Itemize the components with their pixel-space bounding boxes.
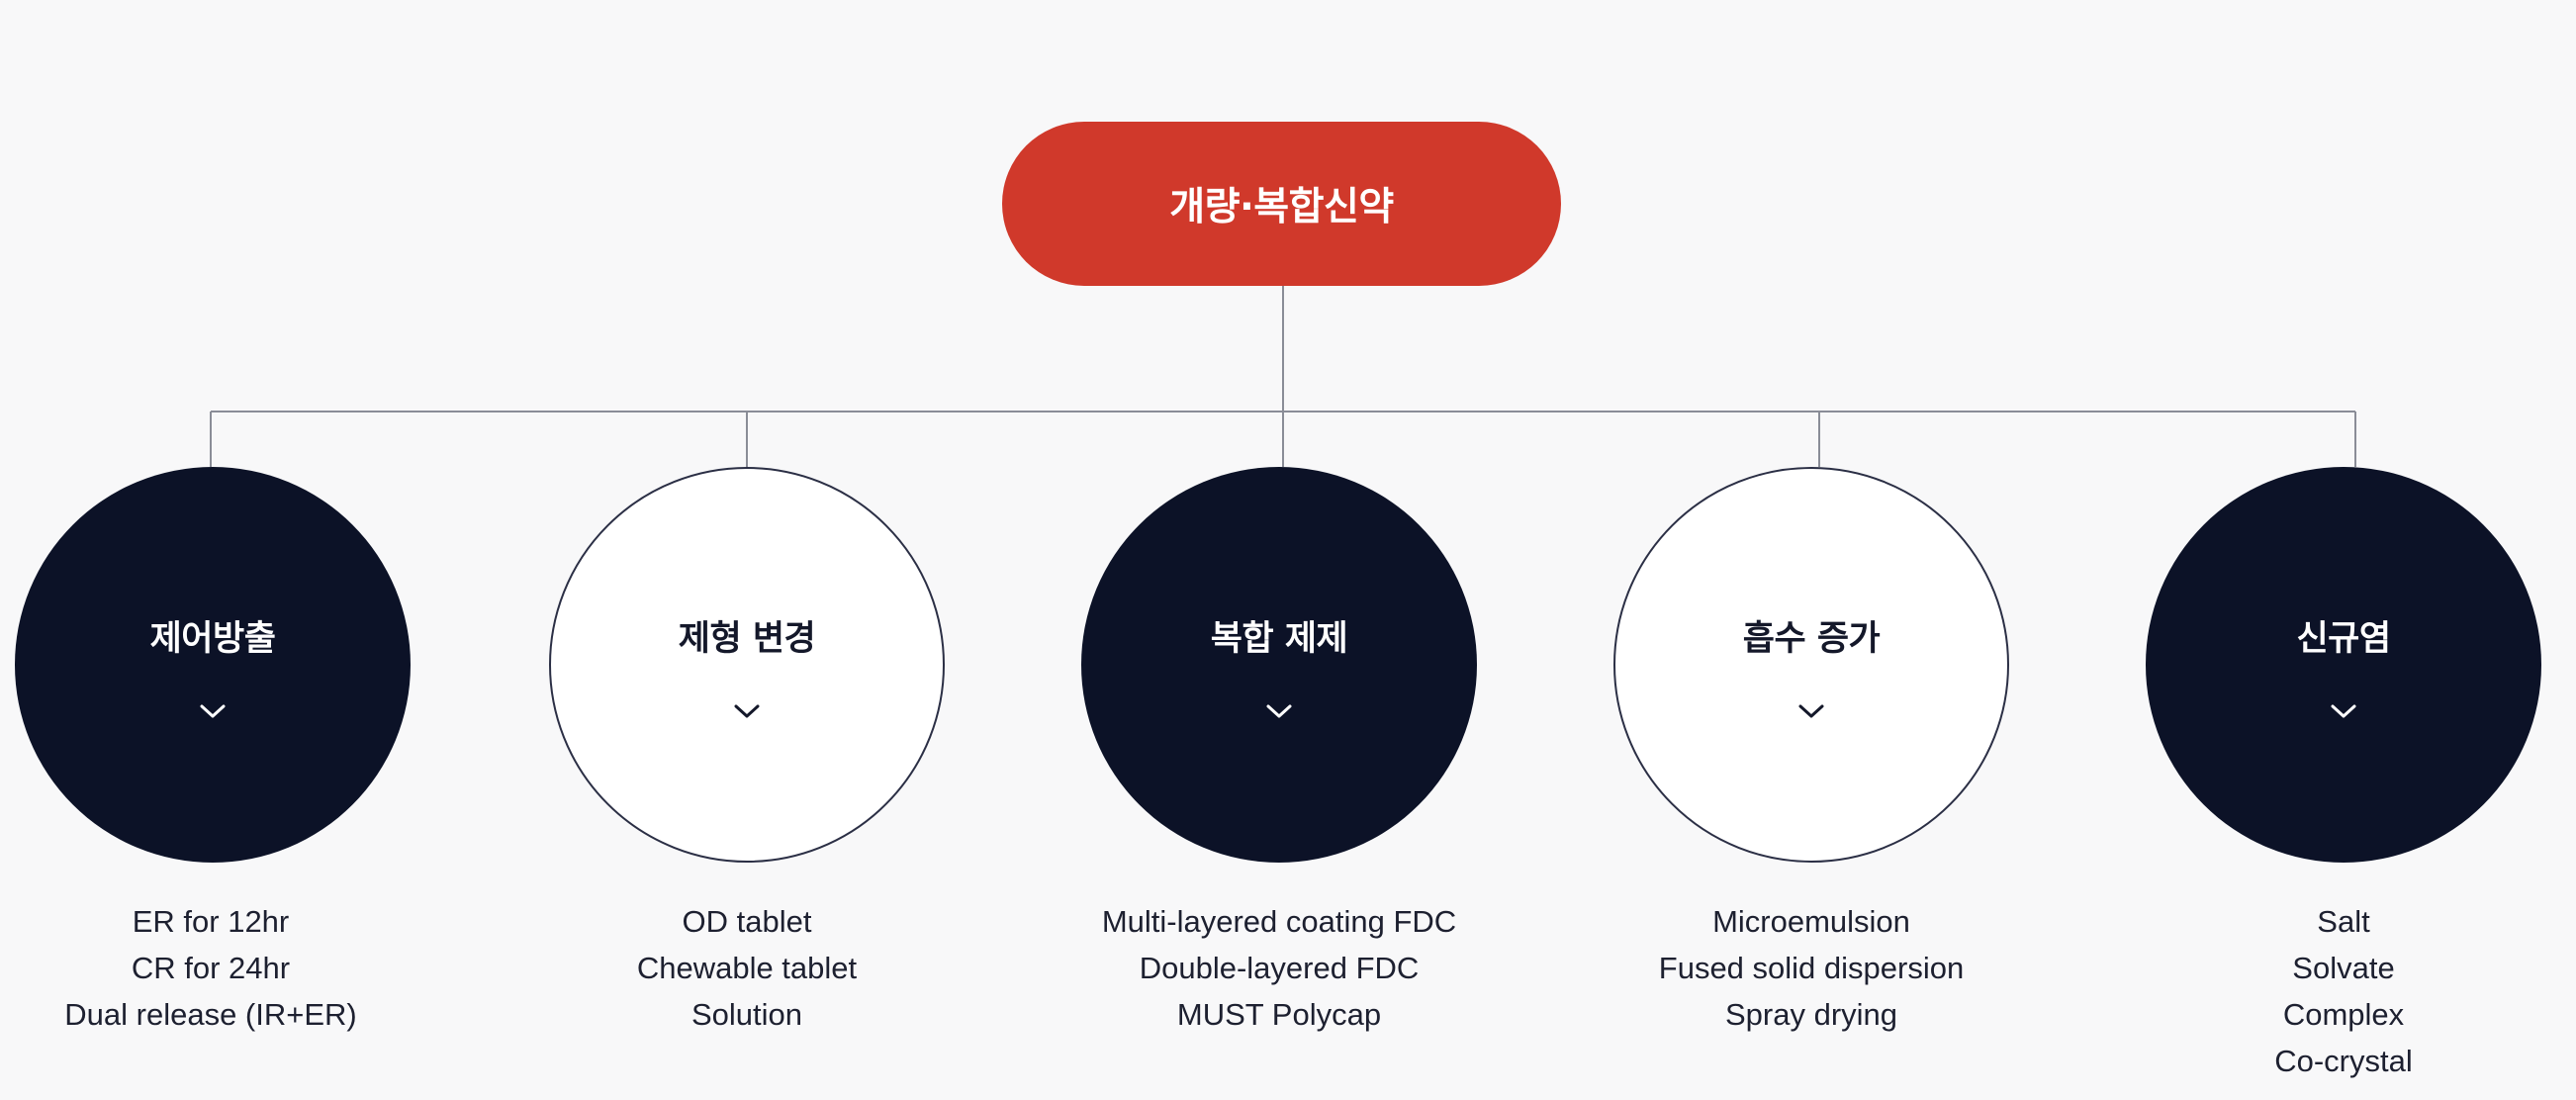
category-items-absorption: Microemulsion Fused solid dispersion Spr… [1564,898,2059,1038]
category-title: 신규염 [2296,618,2391,659]
category-title: 복합 제제 [1210,618,1348,659]
list-item: Spray drying [1724,997,1898,1032]
category-node-controlled-release[interactable]: 제어방출 [15,467,411,863]
list-item: Chewable tablet [636,951,858,985]
category-node-formulation-change[interactable]: 제형 변경 [549,467,945,863]
list-item: CR for 24hr [131,951,291,985]
list-item: Complex [2282,997,2405,1032]
category-items-new-salt: Salt Solvate Complex Co-crystal [2096,898,2576,1084]
chevron-down-icon [2329,702,2358,720]
list-item: ER for 12hr [132,904,290,939]
list-item: Solvate [2292,951,2395,985]
list-item: Solution [690,997,803,1032]
list-item: OD tablet [682,904,812,939]
list-item: Co-crystal [2274,1044,2413,1078]
chevron-down-icon [732,702,762,720]
root-label: 개량·복합신약 [1169,185,1394,229]
chevron-down-icon [198,702,228,720]
list-item: Dual release (IR+ER) [64,997,357,1032]
category-title: 흡수 증가 [1742,618,1881,659]
root-node: 개량·복합신약 [1002,122,1561,286]
chevron-down-icon [1796,702,1826,720]
list-item: Fused solid dispersion [1658,951,1965,985]
list-item: Multi-layered coating FDC [1101,904,1457,939]
list-item: Salt [2317,904,2370,939]
category-items-combination: Multi-layered coating FDC Double-layered… [1032,898,1526,1038]
category-items-controlled-release: ER for 12hr CR for 24hr Dual release (IR… [0,898,458,1038]
list-item: MUST Polycap [1176,997,1382,1032]
list-item: Microemulsion [1712,904,1910,939]
category-node-combination[interactable]: 복합 제제 [1081,467,1477,863]
category-title: 제어방출 [149,618,276,659]
category-node-absorption[interactable]: 흡수 증가 [1613,467,2009,863]
category-title: 제형 변경 [678,618,816,659]
list-item: Double-layered FDC [1139,951,1420,985]
category-items-formulation-change: OD tablet Chewable tablet Solution [500,898,994,1038]
category-node-new-salt[interactable]: 신규염 [2146,467,2541,863]
chevron-down-icon [1264,702,1294,720]
